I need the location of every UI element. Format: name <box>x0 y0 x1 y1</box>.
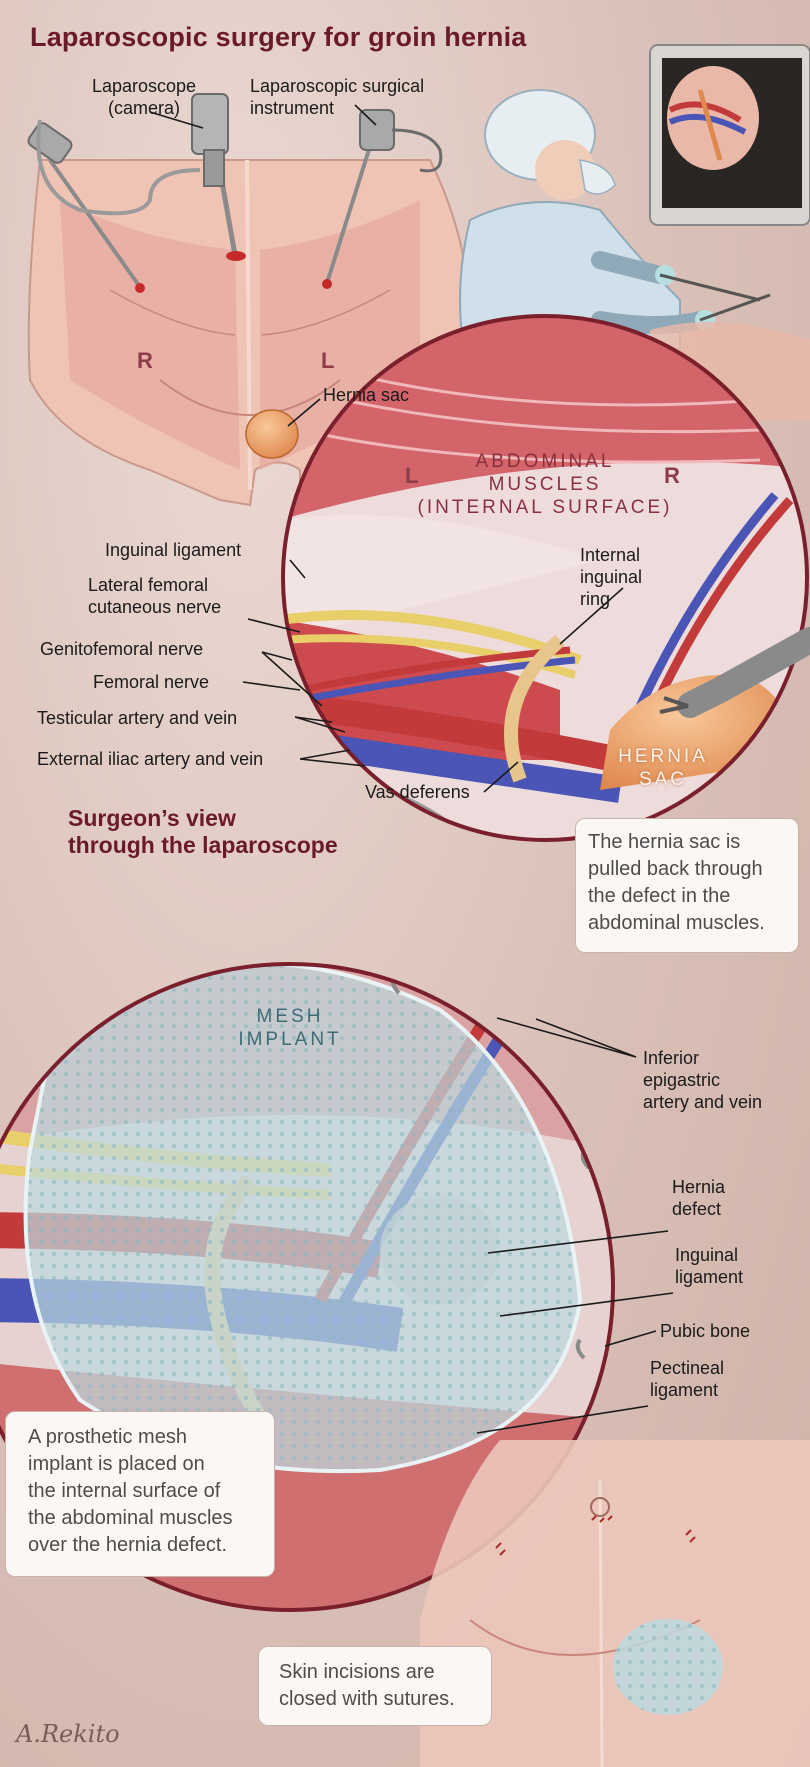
laparoscopic-instruments <box>27 93 443 293</box>
laparoscope-view-top <box>281 314 809 842</box>
label-testicular-artery-vein: Testicular artery and vein <box>37 708 238 728</box>
label-inferior-epigastric: Inferior epigastric artery and vein <box>643 1048 763 1112</box>
body-left-marker: L <box>321 348 335 373</box>
figure-title: Laparoscopic surgery for groin hernia <box>30 22 527 52</box>
label-internal-inguinal-ring: Internal inguinal ring <box>580 545 643 609</box>
label-pectineal-ligament: Pectineal ligament <box>650 1358 725 1400</box>
view-left-marker: L <box>405 463 419 488</box>
grasper-jaws <box>659 696 689 714</box>
note-sutures: Skin incisions are closed with sutures. <box>258 1646 492 1726</box>
note-sac-pulled-back: The hernia sac is pulled back through th… <box>575 818 799 953</box>
label-inguinal-ligament-2: Inguinal ligament <box>675 1245 744 1287</box>
caption-hernia-sac: HERNIA SAC <box>618 746 708 790</box>
hernia-sac-bulge <box>245 409 299 459</box>
note-mesh-placed: A prosthetic mesh implant is placed on t… <box>5 1411 275 1577</box>
caption-mesh-implant: MESH IMPLANT <box>238 1006 342 1050</box>
label-genitofemoral-nerve: Genitofemoral nerve <box>40 639 204 659</box>
body-right-marker: R <box>137 348 153 373</box>
label-vas-deferens: Vas deferens <box>365 782 470 802</box>
closed-incisions-torso <box>420 1440 810 1767</box>
label-inguinal-ligament: Inguinal ligament <box>105 540 242 560</box>
label-lateral-femoral-cutaneous-nerve: Lateral femoral cutaneous nerve <box>88 575 222 617</box>
caption-abdominal-muscles: ABDOMINAL MUSCLES (INTERNAL SURFACE) <box>417 451 673 518</box>
video-monitor <box>649 44 810 226</box>
label-hernia-defect: Hernia defect <box>672 1177 726 1219</box>
artist-signature: A.Rekito <box>16 1720 120 1748</box>
grasper-instrument <box>677 627 810 718</box>
label-hernia-sac: Hernia sac <box>323 385 410 405</box>
label-laparoscope: Laparoscope (camera) <box>91 76 197 118</box>
label-surgical-instrument: Laparoscopic surgical instrument <box>250 76 425 118</box>
label-external-iliac-artery-vein: External iliac artery and vein <box>37 749 264 769</box>
label-pubic-bone: Pubic bone <box>660 1321 751 1341</box>
view-right-marker: R <box>664 463 680 488</box>
section-title: Surgeon’s view through the laparoscope <box>68 805 338 858</box>
label-femoral-nerve: Femoral nerve <box>93 672 210 692</box>
leader-lines <box>149 104 674 1434</box>
